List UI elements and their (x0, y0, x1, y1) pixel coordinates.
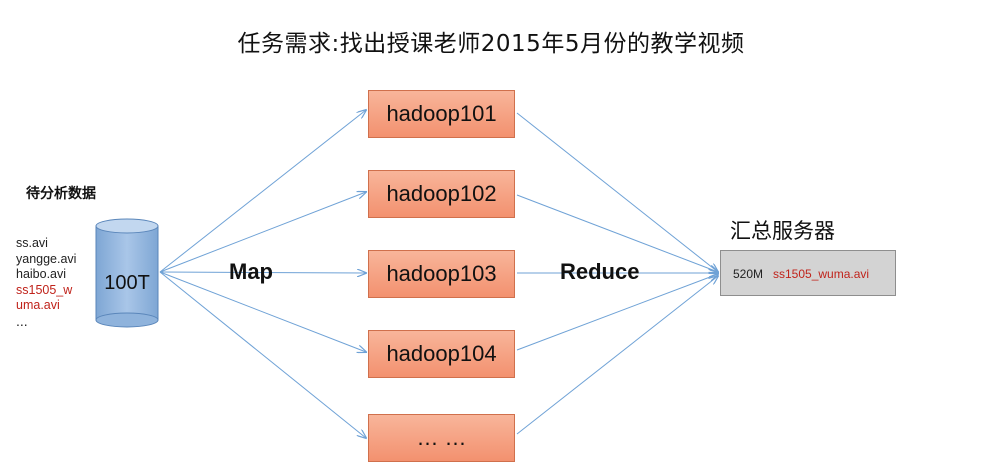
hadoop-node-more: … … (368, 414, 515, 462)
map-arrow (159, 271, 366, 438)
reduce-phase-label: Reduce (560, 259, 640, 284)
summary-server-box: 520M ss1505_wuma.avi (720, 250, 896, 296)
file-item: yangge.avi (16, 251, 77, 266)
reduce-arrow (516, 194, 718, 272)
reduce-arrow (516, 112, 718, 272)
hadoop-node-4: hadoop104 (368, 330, 515, 378)
reduce-arrow (516, 274, 718, 351)
file-item-highlight: ss1505_w (16, 282, 73, 297)
map-arrow (159, 192, 366, 273)
file-item: haibo.avi (16, 267, 67, 281)
file-item-highlight: uma.avi (16, 298, 60, 312)
source-data-label: 待分析数据 (26, 186, 96, 202)
hadoop-node-3: hadoop103 (368, 250, 515, 298)
file-list: ss.avi yangge.avi haibo.avi ss1505_w uma… (16, 236, 76, 329)
diagram-title: 任务需求:找出授课老师2015年5月份的教学视频 (237, 31, 745, 57)
result-size: 520M (733, 267, 764, 281)
file-item-more: ... (16, 312, 28, 329)
map-phase-label: Map (229, 259, 273, 284)
map-arrow (159, 271, 366, 352)
summary-server-label: 汇总服务器 (730, 219, 835, 243)
file-item: ss.avi (16, 236, 48, 250)
result-file: ss1505_wuma.avi (773, 267, 870, 281)
map-arrow (159, 272, 366, 273)
reduce-arrow (516, 276, 718, 435)
storage-cylinder-icon (95, 218, 159, 328)
hadoop-node-1: hadoop101 (368, 90, 515, 138)
map-arrow (159, 110, 366, 273)
data-size-label: 100T (104, 272, 150, 294)
hadoop-node-2: hadoop102 (368, 170, 515, 218)
